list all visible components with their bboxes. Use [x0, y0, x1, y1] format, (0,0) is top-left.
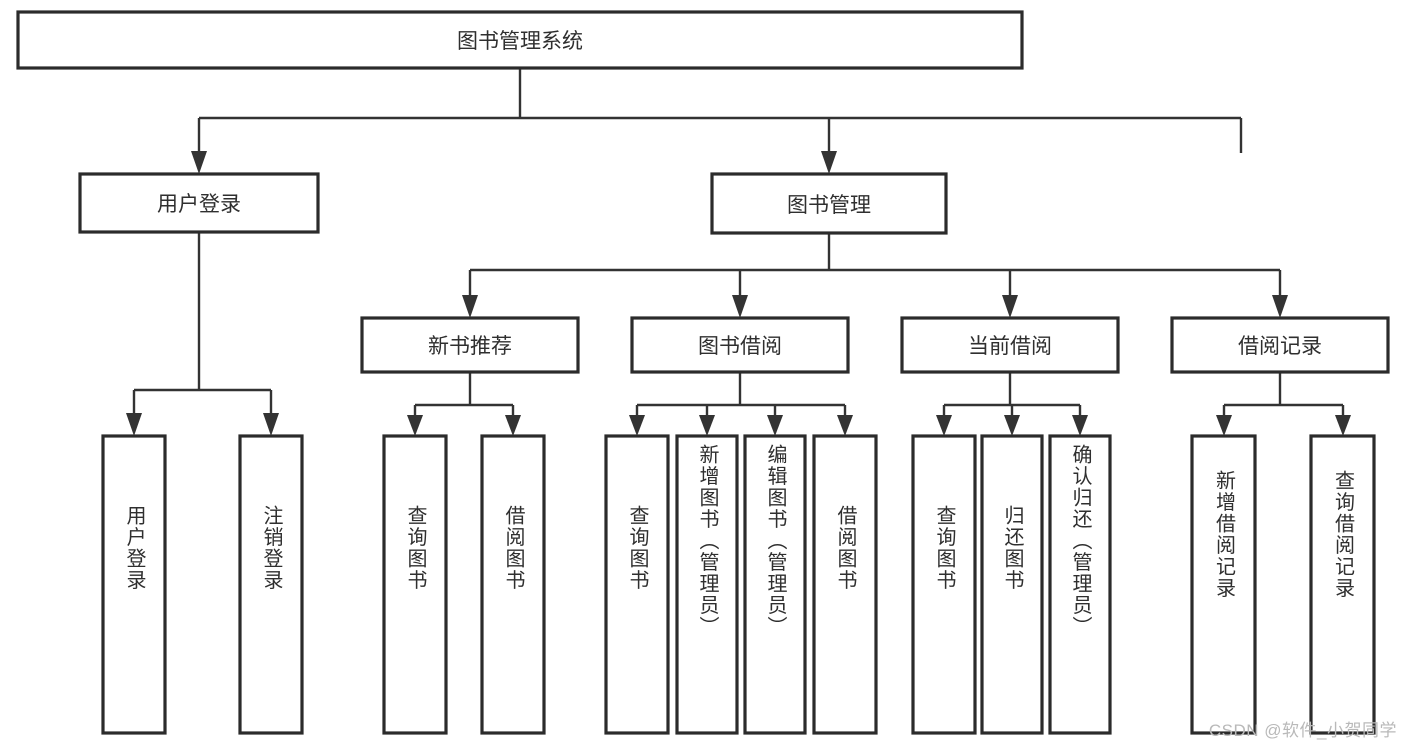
connector-group-user-login — [126, 232, 279, 436]
node-box-leaf-query-record[interactable] — [1309, 434, 1376, 735]
connector-group-root-fixed — [821, 118, 837, 174]
node-box-book-borrow[interactable] — [630, 316, 850, 374]
arrow-head-leaf-confirm-return — [1072, 415, 1088, 436]
arrow-head-leaf-user-login — [126, 413, 142, 436]
node-box-root[interactable] — [16, 10, 1024, 70]
node-box-leaf-query-book-2[interactable] — [604, 434, 670, 735]
arrow-head-borrow-record — [1272, 295, 1288, 318]
node-box-leaf-edit-book[interactable] — [743, 434, 807, 735]
arrow-head-leaf-borrow-book-2 — [837, 415, 853, 436]
node-box-leaf-user-login[interactable] — [101, 434, 167, 735]
arrow-head-leaf-borrow-book-1 — [505, 415, 521, 436]
connector-group-borrow-record — [1216, 372, 1351, 436]
node-box-leaf-return-book[interactable] — [980, 434, 1044, 735]
arrow-head-leaf-edit-book — [767, 415, 783, 436]
node-box-user-login[interactable] — [78, 172, 320, 234]
node-box-leaf-borrow-book-2[interactable] — [812, 434, 878, 735]
node-box-leaf-add-record[interactable] — [1190, 434, 1257, 735]
arrow-head-leaf-query-book-1 — [407, 415, 423, 436]
arrow-head-leaf-query-book-3 — [936, 415, 952, 436]
node-box-leaf-query-book-3[interactable] — [911, 434, 977, 735]
node-box-leaf-add-book[interactable] — [675, 434, 739, 735]
node-box-leaf-logout[interactable] — [238, 434, 304, 735]
arrow-head-new-book-recommend — [462, 295, 478, 318]
arrow-head-leaf-query-record — [1335, 415, 1351, 436]
node-box-new-book-recommend[interactable] — [360, 316, 580, 374]
arrow-head-book-borrow — [732, 295, 748, 318]
node-box-book-manage[interactable] — [710, 172, 948, 235]
arrow-head-book-manage — [821, 151, 837, 174]
arrow-head-user-login — [191, 151, 207, 174]
node-box-leaf-borrow-book-1[interactable] — [480, 434, 546, 735]
arrow-head-current-borrow — [1002, 295, 1018, 318]
node-box-borrow-record[interactable] — [1170, 316, 1390, 374]
connector-group-new-book-recommend — [407, 372, 521, 436]
connector-group-root — [191, 68, 1243, 174]
arrow-head-leaf-add-book — [699, 415, 715, 436]
connector-group-book-manage — [462, 233, 1288, 318]
node-box-current-borrow[interactable] — [900, 316, 1120, 374]
arrow-head-leaf-add-record — [1216, 415, 1232, 436]
arrow-head-leaf-logout — [263, 413, 279, 436]
node-box-leaf-confirm-return[interactable] — [1048, 434, 1112, 735]
connector-group-book-borrow — [629, 372, 853, 436]
connector-group-current-borrow — [936, 372, 1088, 436]
arrow-head-leaf-query-book-2 — [629, 415, 645, 436]
arrow-head-leaf-return-book — [1004, 415, 1020, 436]
node-box-leaf-query-book-1[interactable] — [382, 434, 448, 735]
